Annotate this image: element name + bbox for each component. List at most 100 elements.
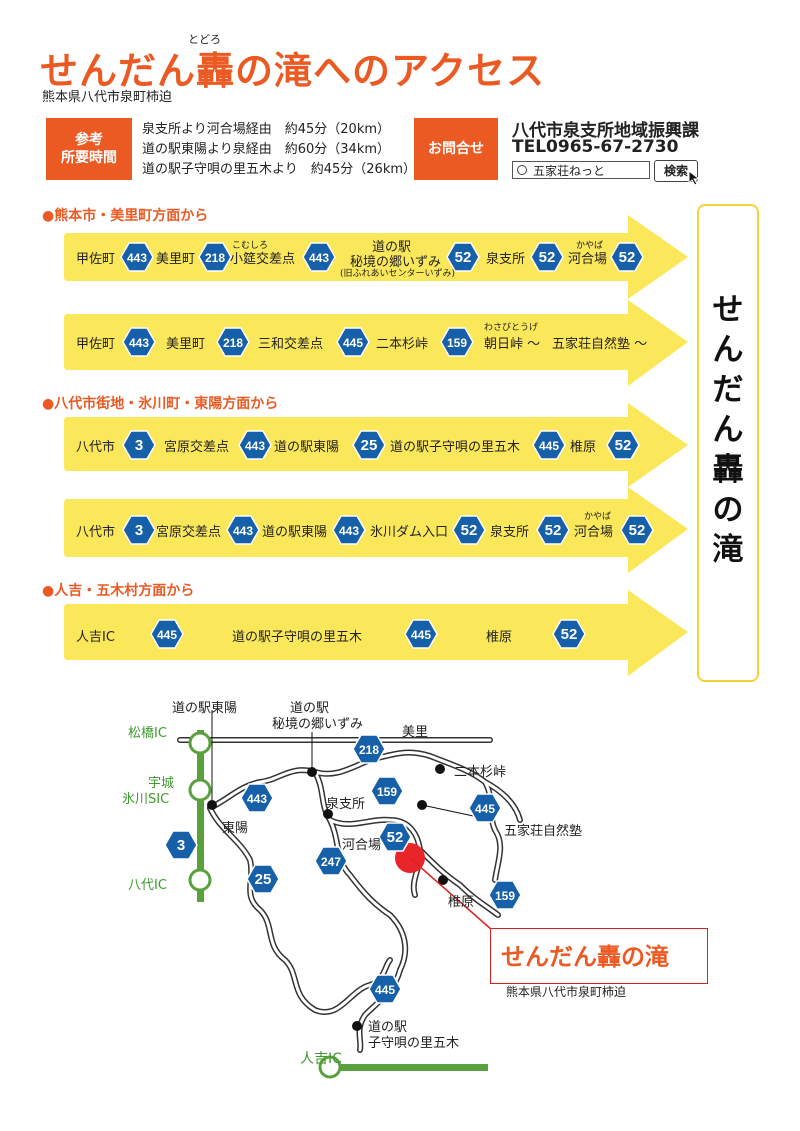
route-number: 445 xyxy=(375,983,395,997)
search-button[interactable]: 検索 xyxy=(654,160,698,182)
route-number: 218 xyxy=(205,251,225,265)
route-place: 道の駅子守唄の里五木 xyxy=(232,630,363,645)
route-number: 159 xyxy=(495,889,515,903)
route-shield-icon: 445 xyxy=(368,974,402,1004)
ic-label: 氷川SIC xyxy=(122,792,170,807)
route-number: 443 xyxy=(127,251,147,265)
route-number: 52 xyxy=(461,522,478,539)
route-place: 河合場 xyxy=(574,525,614,540)
map-label: 椎原 xyxy=(448,895,475,910)
route-shield-icon: 443 xyxy=(226,515,260,545)
inquiry-tag-label: お問合せ xyxy=(428,141,484,157)
route-shield-icon: 445 xyxy=(336,327,370,357)
inquiry-tag: お問合せ xyxy=(414,118,498,180)
route-shield-icon: 25 xyxy=(246,864,280,894)
route-ruby: かやば xyxy=(584,512,612,522)
route-number: 443 xyxy=(339,524,359,538)
map-shield: 52 xyxy=(378,822,412,856)
route-shield-icon: 159 xyxy=(370,776,404,806)
route-shield-icon: 443 xyxy=(332,515,366,545)
map-points xyxy=(207,764,448,1031)
search-icon xyxy=(517,165,527,175)
route-shield: 443 xyxy=(302,242,336,276)
route-shield: 52 xyxy=(530,242,564,276)
section-heading-hitoyoshi: ●人吉・五木村方面から xyxy=(42,583,195,599)
route-place: 氷川ダム入口 xyxy=(370,525,449,540)
route-number: 218 xyxy=(223,336,243,350)
map-shield: 218 xyxy=(352,734,386,768)
cursor-icon xyxy=(688,170,701,186)
map-shield: 159 xyxy=(488,880,522,914)
route-shield-icon: 443 xyxy=(238,430,272,460)
route-place: 宮原交差点 xyxy=(156,525,222,540)
map-label: 道の駅 xyxy=(290,701,330,716)
search-input[interactable]: 五家荘ねっと xyxy=(512,161,650,179)
route-shield-icon: 247 xyxy=(314,846,348,876)
travel-time-line: 道の駅子守唄の里五木より 約45分（26km） xyxy=(142,162,417,177)
route-shield: 443 xyxy=(238,430,272,464)
route-place: 美里町 xyxy=(166,337,206,352)
route-shield-icon: 445 xyxy=(532,430,566,460)
route-shield: 443 xyxy=(122,327,156,361)
route-number: 3 xyxy=(135,522,143,539)
route-shield-icon: 52 xyxy=(620,515,654,545)
page-address: 熊本県八代市泉町柿迫 xyxy=(42,90,173,105)
map-shield: 443 xyxy=(240,783,274,817)
route-number: 25 xyxy=(361,437,378,454)
route-place: 道の駅東陽 xyxy=(262,525,328,540)
route-number: 445 xyxy=(343,336,363,350)
route-shield-icon: 52 xyxy=(378,822,412,852)
travel-time-tag-line2: 所要時間 xyxy=(61,150,117,166)
route-place: 河合場 xyxy=(568,252,608,267)
route-note: (旧ふれあいセンターいずみ) xyxy=(340,269,456,279)
route-number: 52 xyxy=(545,522,562,539)
route-number: 443 xyxy=(233,524,253,538)
route-shield: 52 xyxy=(536,515,570,549)
section-heading-yatsushiro: ●八代市街地・氷川町・東陽方面から xyxy=(42,396,279,412)
route-place: 泉支所 xyxy=(486,252,526,267)
route-place: 朝日峠 〜 xyxy=(484,337,541,352)
route-number: 3 xyxy=(135,437,143,454)
route-number: 159 xyxy=(447,336,467,350)
route-shield-icon: 52 xyxy=(452,515,486,545)
route-place: 秘境の郷いずみ xyxy=(350,255,442,270)
route-place: 三和交差点 xyxy=(258,337,324,352)
map-label: 道の駅 xyxy=(368,1020,408,1035)
travel-time-list: 泉支所より河合場経由 約45分（20km） 道の駅東陽より泉経由 約60分（34… xyxy=(142,120,416,180)
map-label: 河合場 xyxy=(342,838,382,853)
ic-markers xyxy=(188,731,342,1079)
route-number: 247 xyxy=(321,855,341,869)
route-shield: 52 xyxy=(620,515,654,549)
route-shield-icon: 159 xyxy=(440,327,474,357)
route-place: 椎原 xyxy=(486,630,513,645)
route-number: 52 xyxy=(539,249,556,266)
route-place: 小筵交差点 xyxy=(230,252,296,267)
route-shield: 218 xyxy=(216,327,250,361)
route-arrow-5 xyxy=(64,590,688,676)
falls-leader xyxy=(409,857,493,931)
route-ruby: こむしろ xyxy=(232,241,269,251)
route-number: 443 xyxy=(129,336,149,350)
map-label: 秘境の郷いずみ xyxy=(272,717,364,732)
travel-time-line: 泉支所より河合場経由 約45分（20km） xyxy=(142,122,391,137)
route-shield-icon: 3 xyxy=(122,430,156,460)
route-shield: 159 xyxy=(440,327,474,361)
route-number: 443 xyxy=(309,251,329,265)
map-label: 道の駅東陽 xyxy=(172,701,238,716)
map-label: 子守唄の里五木 xyxy=(368,1036,460,1051)
route-shield-icon: 159 xyxy=(488,880,522,910)
map-shield: 3 xyxy=(164,830,198,864)
route-shield: 445 xyxy=(532,430,566,464)
map-shield: 445 xyxy=(468,793,502,827)
travel-time-line: 道の駅東陽より泉経由 約60分（34km） xyxy=(142,142,391,157)
route-shield-icon: 3 xyxy=(122,515,156,545)
route-place: 甲佐町 xyxy=(76,337,116,352)
map-label: 二本杉峠 xyxy=(454,765,507,780)
route-shield: 443 xyxy=(332,515,366,549)
route-number: 445 xyxy=(157,628,177,642)
route-place: 人吉IC xyxy=(76,630,115,645)
route-shield: 52 xyxy=(606,430,640,464)
route-number: 52 xyxy=(455,249,472,266)
map-label: 美里 xyxy=(402,725,429,740)
route-number: 52 xyxy=(387,829,404,846)
